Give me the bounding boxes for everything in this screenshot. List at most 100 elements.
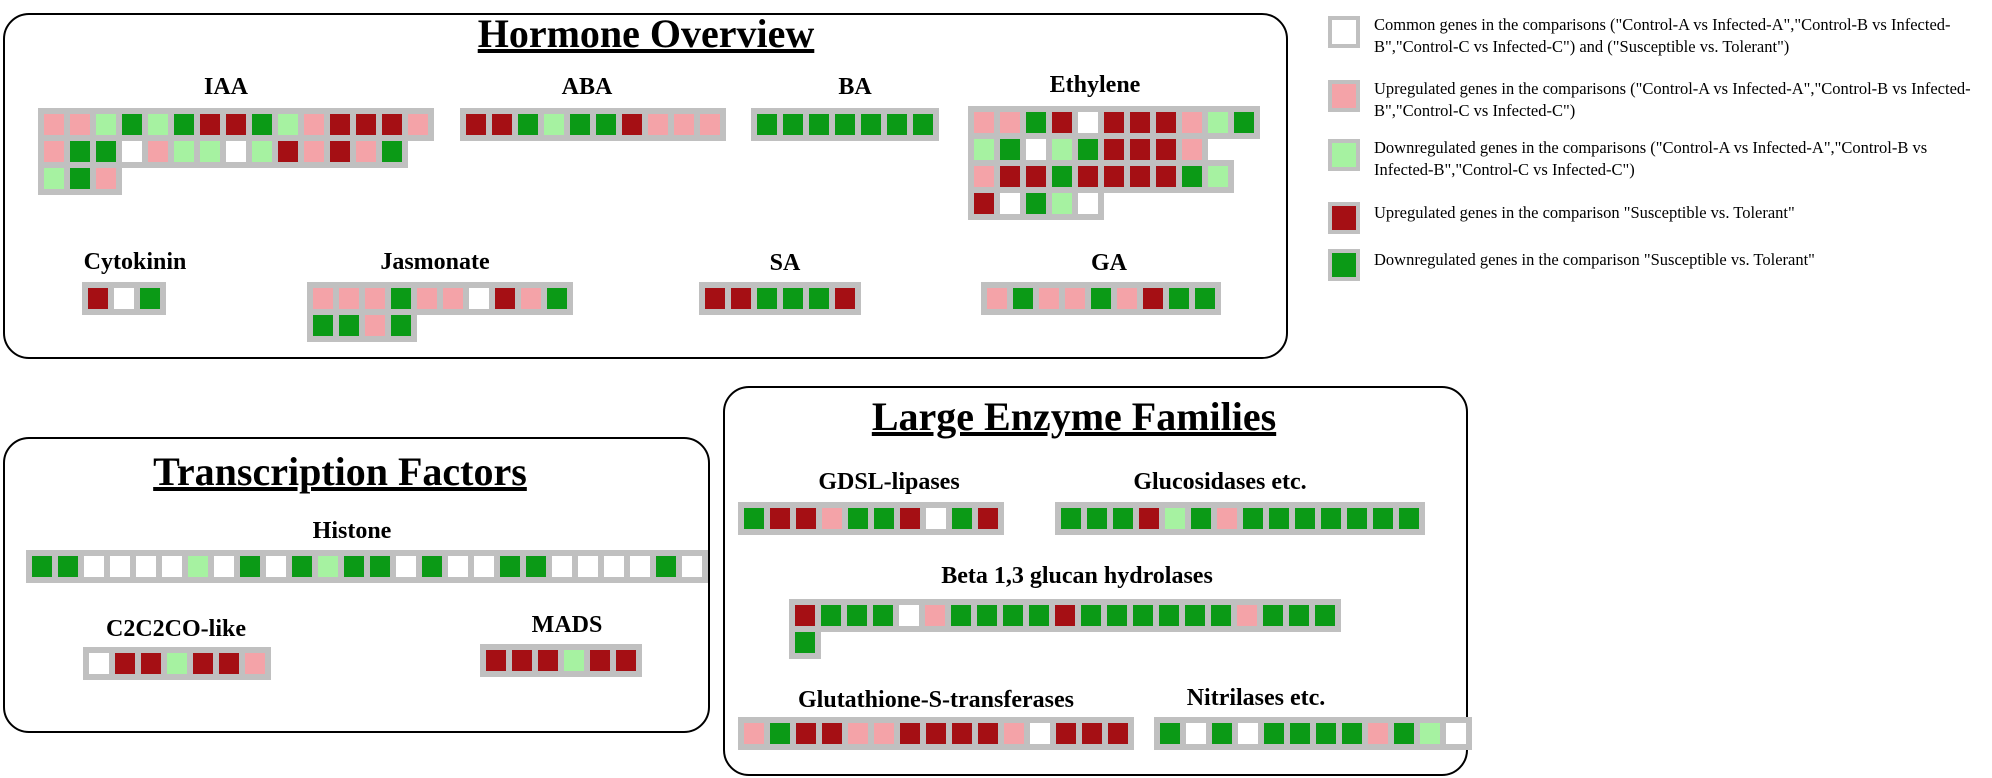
gene-cell-green: [757, 114, 777, 135]
hormone-panel-title: Hormone Overview: [477, 11, 815, 56]
gene-cell-light-green: [252, 141, 272, 162]
gene-cell-green: [809, 288, 829, 309]
gene-cell-light-green: [318, 556, 338, 577]
gene-cell-pink: [987, 288, 1007, 309]
enzyme-families-panel-title: Large Enzyme Families: [871, 394, 1277, 439]
cell-row-background: [1055, 502, 1425, 535]
gene-cell-green: [1191, 508, 1211, 529]
gene-cell-green: [1263, 605, 1283, 626]
gene-cell-green: [1185, 605, 1205, 626]
gene-cell-dark-red: [1156, 166, 1176, 187]
gene-cell-dark-red: [795, 605, 815, 626]
cell-row-background: [1154, 717, 1472, 750]
gene-cell-green: [757, 288, 777, 309]
gene-cell-green: [391, 288, 411, 309]
group-label-c2c2co-like: C2C2CO-like: [106, 616, 246, 642]
gene-cell-dark-red: [900, 723, 920, 744]
group-label-aba: ABA: [561, 74, 613, 100]
gene-cell-pink: [1368, 723, 1388, 744]
gene-cell-white: [578, 556, 598, 577]
gene-cell-green: [1234, 112, 1254, 133]
gene-cell-green: [1290, 723, 1310, 744]
legend-text-down-susceptible: Downregulated genes in the comparison "S…: [1374, 250, 1815, 269]
gene-cell-green: [1160, 723, 1180, 744]
gene-cell-green: [1269, 508, 1289, 529]
gene-cell-green: [848, 508, 868, 529]
gene-cell-white: [474, 556, 494, 577]
gene-cell-white: [630, 556, 650, 577]
gene-cell-pink: [365, 288, 385, 309]
gene-cell-dark-red: [926, 723, 946, 744]
gene-cell-white: [682, 556, 702, 577]
gene-cell-white: [1446, 723, 1466, 744]
gene-cell-green: [500, 556, 520, 577]
gene-cell-green: [122, 114, 142, 135]
group-label-gdsl-lipases: GDSL-lipases: [818, 469, 960, 495]
gene-cell-dark-red: [1078, 166, 1098, 187]
gene-cell-green: [70, 168, 90, 189]
gene-cell-dark-red: [616, 650, 636, 671]
gene-cell-dark-red: [705, 288, 725, 309]
gene-cell-dark-red: [382, 114, 402, 135]
gene-cell-dark-red: [278, 141, 298, 162]
gene-cell-green: [1315, 605, 1335, 626]
gene-cell-light-green: [174, 141, 194, 162]
gene-cell-green: [1159, 605, 1179, 626]
gene-cell-dark-red: [200, 114, 220, 135]
gene-cell-pink: [148, 141, 168, 162]
gene-cell-dark-red: [1055, 605, 1075, 626]
gene-cell-dark-red: [1052, 112, 1072, 133]
gene-cell-light-green: [1420, 723, 1440, 744]
group-label-mads: MADS: [531, 612, 603, 638]
gene-cell-light-green: [1052, 139, 1072, 160]
gene-cell-green: [422, 556, 442, 577]
gene-cell-pink: [648, 114, 668, 135]
gene-cell-green: [1029, 605, 1049, 626]
gene-cell-green: [570, 114, 590, 135]
gene-cell-green: [809, 114, 829, 135]
gene-cell-pink: [70, 114, 90, 135]
gene-cell-white: [1078, 112, 1098, 133]
gene-cell-green: [783, 114, 803, 135]
gene-cell-dark-red: [1130, 112, 1150, 133]
gene-cell-white: [84, 556, 104, 577]
gene-cell-dark-red: [1104, 166, 1124, 187]
gene-cell-green: [1212, 723, 1232, 744]
gene-cell-light-green: [1165, 508, 1185, 529]
legend-swatch-dark-red: [1328, 202, 1360, 234]
gene-cell-dark-red: [1156, 139, 1176, 160]
gene-cell-green: [873, 605, 893, 626]
group-label-iaa: IAA: [203, 74, 249, 100]
gene-cell-green: [174, 114, 194, 135]
gene-cell-green: [32, 556, 52, 577]
gene-cell-green: [58, 556, 78, 577]
gene-cell-pink: [1065, 288, 1085, 309]
gene-cell-dark-red: [1026, 166, 1046, 187]
gene-cell-pink: [925, 605, 945, 626]
gene-cell-green: [70, 141, 90, 162]
gene-cell-green: [1052, 166, 1072, 187]
group-label-nitrilases: Nitrilases etc.: [1186, 685, 1326, 711]
gene-cell-white: [122, 141, 142, 162]
group-label-ba: BA: [838, 74, 872, 100]
gene-cell-dark-red: [538, 650, 558, 671]
gene-cell-dark-red: [622, 114, 642, 135]
gene-cell-white: [162, 556, 182, 577]
gene-cell-green: [1394, 723, 1414, 744]
gene-cell-pink: [44, 141, 64, 162]
gene-cell-green: [370, 556, 390, 577]
gene-cell-dark-red: [1056, 723, 1076, 744]
gene-cell-pink: [313, 288, 333, 309]
legend-text-common: Common genes in the comparisons ("Contro…: [1374, 15, 1951, 56]
gene-cell-green: [1000, 139, 1020, 160]
gene-cell-green: [313, 315, 333, 336]
gene-cell-dark-red: [731, 288, 751, 309]
gene-cell-white: [266, 556, 286, 577]
gene-cell-green: [1342, 723, 1362, 744]
gene-cell-dark-red: [330, 114, 350, 135]
gene-cell-green: [913, 114, 933, 135]
gene-cell-dark-red: [330, 141, 350, 162]
gene-cell-white: [114, 288, 134, 309]
gene-cell-green: [1264, 723, 1284, 744]
gene-cell-dark-red: [512, 650, 532, 671]
